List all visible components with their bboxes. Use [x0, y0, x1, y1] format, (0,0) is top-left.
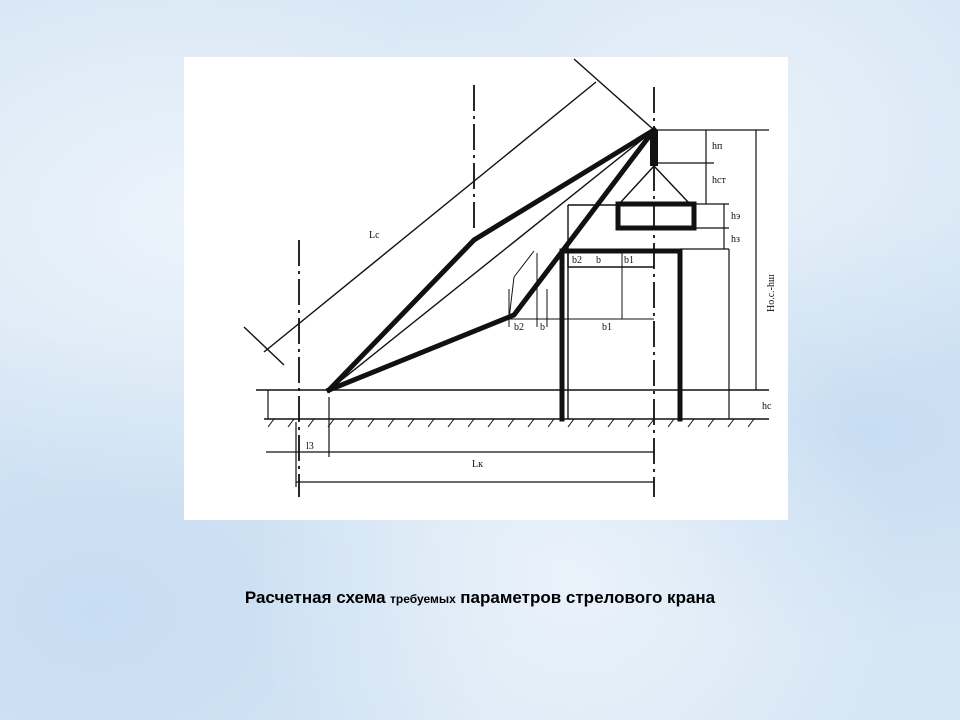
label-b-bottom: b — [540, 322, 545, 333]
label-hook-height: hп — [712, 141, 723, 152]
building-frame — [559, 204, 683, 422]
label-b1-bottom: b1 — [602, 322, 612, 333]
lifted-element — [615, 201, 697, 231]
height-dimensions — [654, 129, 769, 419]
label-b1-top: b1 — [624, 255, 634, 266]
caption-part-2: требуемых — [390, 592, 456, 606]
width-dimensions — [508, 266, 654, 327]
label-base-height: hс — [762, 401, 772, 412]
ground-hatching — [267, 418, 755, 428]
crane-scheme-drawing: Lc hп hст hэ hз Hо.с.-hш hс — [243, 58, 777, 497]
caption-part-3: параметров стрелового крана — [460, 588, 716, 607]
caption-part-1: Расчетная схема — [244, 588, 386, 607]
label-reach: Lк — [472, 459, 483, 470]
label-boom-pivot-height: Hо.с.-hш — [766, 274, 777, 312]
label-boom-length: Lc — [369, 230, 380, 241]
crane-boom — [325, 126, 658, 394]
label-element-height: hэ — [731, 211, 740, 222]
slide-caption: Расчетная схема требуемых параметров стр… — [0, 588, 960, 608]
boom-length-dimension — [243, 58, 655, 366]
label-b-top: b — [596, 255, 601, 266]
label-clearance-height: hз — [731, 234, 740, 245]
label-sling-height: hст — [712, 175, 726, 186]
label-offset: l3 — [306, 441, 314, 452]
horizontal-dimensions — [266, 390, 654, 487]
label-b2-bottom: b2 — [514, 322, 524, 333]
label-b2-top: b2 — [572, 255, 582, 266]
dimension-guide-lines — [508, 250, 623, 320]
hook-and-sling — [619, 130, 690, 204]
crane-diagram-panel: Lc hп hст hэ hз Hо.с.-hш hс — [184, 57, 788, 520]
